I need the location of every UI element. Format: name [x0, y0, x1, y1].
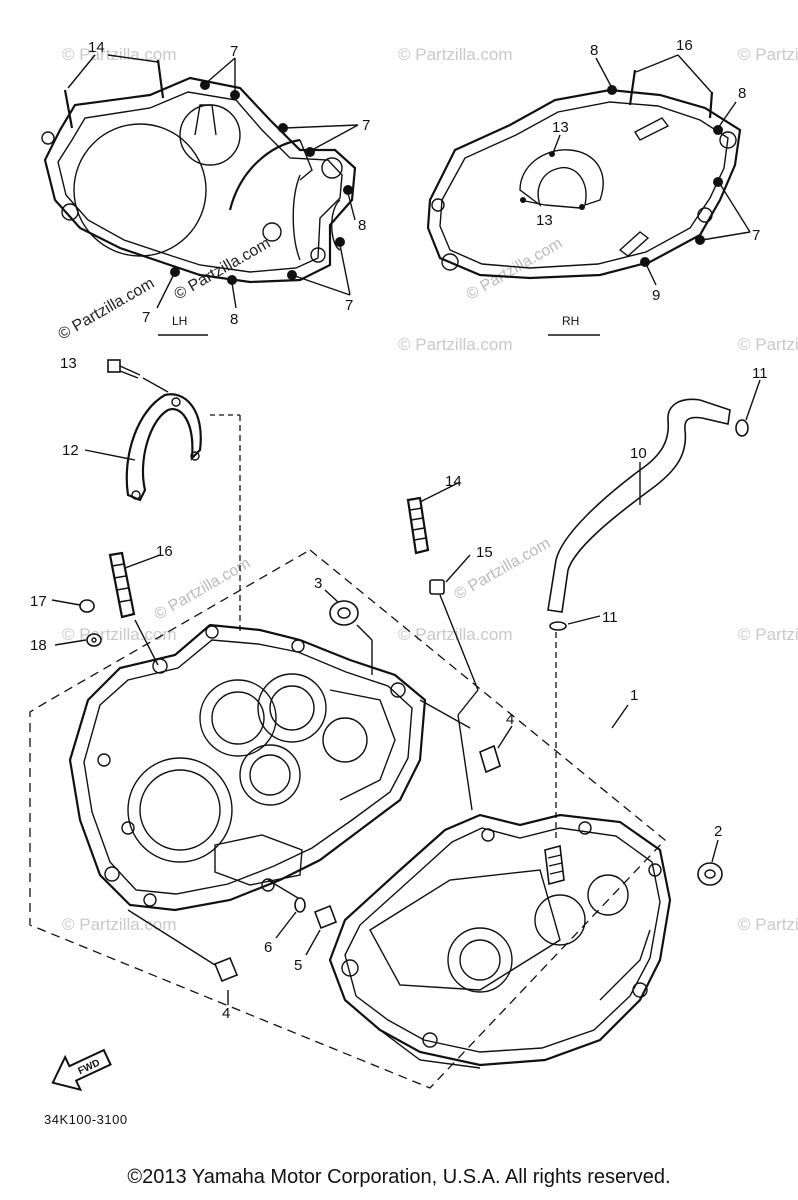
callout-13: 13	[60, 355, 77, 372]
part-16-stud	[108, 551, 161, 666]
part-1-leader	[611, 704, 629, 729]
callout-18: 18	[30, 637, 47, 654]
callout-13-rh-a: 13	[552, 119, 569, 136]
callout-14: 14	[445, 473, 462, 490]
callout-7-lh-b: 7	[362, 117, 370, 134]
part-3-oil-seal	[324, 589, 373, 675]
callout-8-rh-a: 8	[590, 42, 598, 59]
callout-4-bottom: 4	[222, 1005, 230, 1022]
watermark: © Partzilla.com	[62, 45, 177, 64]
watermarks: © Partzilla.com © Partzilla.com © Partzi…	[62, 45, 798, 934]
watermark: © Partzilla.com	[738, 335, 798, 354]
callout-11-top: 11	[752, 365, 768, 382]
rh-leaders	[524, 54, 751, 286]
callout-15: 15	[476, 544, 493, 561]
part-13-screw	[107, 359, 169, 393]
watermark: © Partzilla.com	[738, 625, 798, 644]
watermark: © Partzilla.com	[738, 45, 798, 64]
part-11-clip-top	[735, 379, 761, 437]
fwd-arrow: FWD	[51, 1048, 112, 1092]
watermark: © Partzilla.com	[464, 235, 566, 304]
part-14-stud	[406, 481, 461, 555]
part-18-washer	[54, 633, 102, 647]
part-5-dowel	[305, 904, 338, 956]
assembly-boundary	[29, 549, 666, 1089]
part-2-oil-seal	[697, 839, 723, 886]
lh-leaders	[67, 54, 359, 309]
part-10-breather-hose	[547, 398, 731, 613]
callout-16: 16	[156, 543, 173, 560]
diagram-part-code: 34K100-3100	[44, 1112, 128, 1127]
part-11-clip-bottom	[549, 615, 601, 840]
callout-7-lh-a: 7	[230, 43, 238, 60]
callout-9-rh: 9	[652, 287, 660, 304]
callout-17: 17	[30, 593, 47, 610]
watermark: © Partzilla.com	[398, 335, 513, 354]
callout-13-rh-b: 13	[536, 212, 553, 229]
part-15-dowel	[429, 554, 479, 811]
callout-2: 2	[714, 823, 722, 840]
callout-6: 6	[264, 939, 272, 956]
callout-8-lh-b: 8	[230, 311, 238, 328]
watermark: © Partzilla.com	[62, 915, 177, 934]
part-17-nut	[51, 599, 95, 613]
callout-7-lh-c: 7	[345, 297, 353, 314]
side-label-lh: LH	[158, 314, 208, 336]
side-label-rh: RH	[548, 314, 600, 336]
lh-label: LH	[172, 314, 187, 328]
callout-3: 3	[314, 575, 322, 592]
part-6-o-ring	[267, 879, 306, 939]
callout-11-bottom: 11	[602, 609, 618, 626]
rh-crankcase-half	[426, 69, 742, 280]
callout-8-rh-b: 8	[738, 85, 746, 102]
callout-7-lh-d: 7	[142, 309, 150, 326]
callout-numbers: 14 7 7 8 7 8 7 8 16 8 13 13 7 9 13 12 11…	[30, 37, 768, 1022]
callout-8-lh-a: 8	[358, 217, 366, 234]
callout-14-lh: 14	[88, 39, 105, 56]
copyright-notice: ©2013 Yamaha Motor Corporation, U.S.A. A…	[127, 1166, 671, 1188]
part-12-holder	[84, 393, 241, 635]
callout-16-rh: 16	[676, 37, 693, 54]
part-4-dowel-lower	[127, 909, 239, 1005]
watermark: © Partzilla.com	[452, 535, 554, 604]
crankcase-left-half	[68, 623, 471, 912]
watermark: © Partzilla.com	[738, 915, 798, 934]
callout-4-right: 4	[506, 711, 514, 728]
lh-crankcase-half	[41, 59, 357, 285]
watermark-dark: © Partzilla.com	[172, 235, 274, 304]
callout-5: 5	[294, 957, 302, 974]
callout-12: 12	[62, 442, 79, 459]
part-4-dowel-upper	[479, 725, 513, 774]
watermark: © Partzilla.com	[398, 45, 513, 64]
callout-10: 10	[630, 445, 647, 462]
rh-label: RH	[562, 314, 579, 328]
callout-7-rh: 7	[752, 227, 760, 244]
callout-1: 1	[630, 687, 638, 704]
watermark: © Partzilla.com	[152, 555, 254, 624]
crankcase-right-half	[328, 813, 672, 1069]
